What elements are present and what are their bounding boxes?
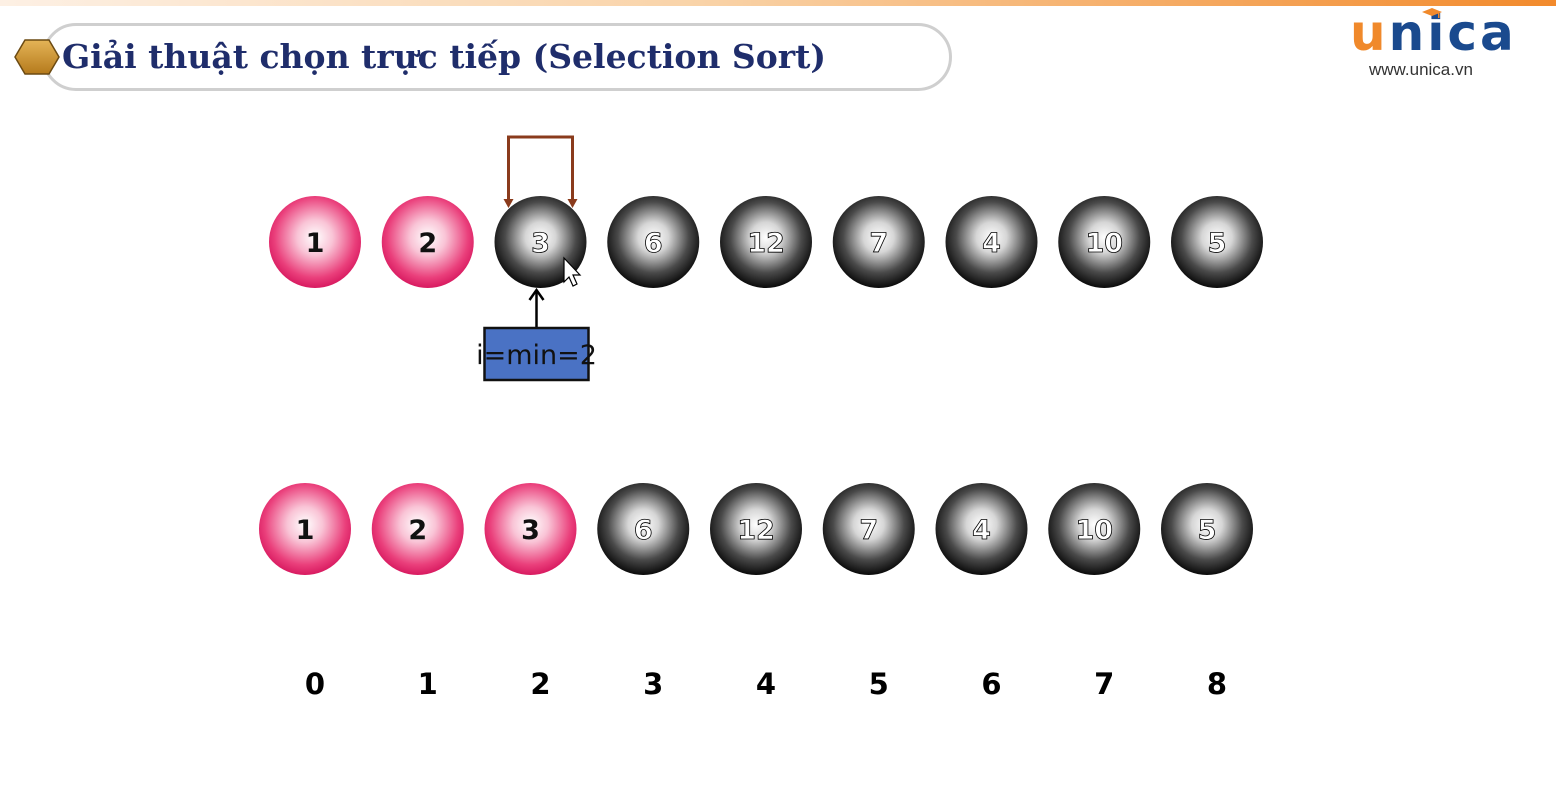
arrow-up-icon	[528, 287, 545, 301]
top-row-ball-circle	[381, 196, 474, 288]
bottom-row-ball-circle	[822, 483, 915, 575]
page-title: Giải thuật chọn trực tiếp (Selection Sor…	[62, 37, 827, 76]
top-row-ball-circle	[607, 196, 700, 288]
index-label-0: 0	[305, 667, 325, 701]
bottom-row-ball-circle	[484, 483, 577, 575]
index-label-3: 3	[643, 667, 663, 701]
logo-url: www.unica.vn	[1369, 60, 1473, 79]
top-row-ball-value: 6	[644, 228, 663, 259]
bottom-row-ball-circle	[1048, 483, 1141, 575]
index-label-4: 4	[756, 667, 776, 701]
bottom-row-ball-4: 12	[710, 483, 802, 575]
top-row-ball-3: 6	[607, 196, 700, 288]
top-row-ball-circle	[832, 196, 925, 288]
top-row-ball-5: 7	[832, 196, 925, 288]
bottom-row-ball-circle	[710, 483, 802, 575]
bottom-row-ball-0: 1	[259, 483, 351, 575]
top-row-ball-circle	[1058, 196, 1151, 288]
hexagon-bullet-icon	[14, 39, 60, 75]
swap-bracket-line	[507, 135, 574, 203]
arrow-down-icon	[567, 199, 578, 208]
top-row-ball-6: 4	[945, 196, 1038, 288]
index-label-8: 8	[1207, 667, 1227, 701]
top-row-ball-circle	[720, 196, 812, 288]
bottom-row-ball-value: 6	[634, 515, 653, 546]
top-row-ball-0: 1	[269, 196, 361, 288]
title-banner	[42, 23, 952, 91]
swap-arrow	[503, 135, 578, 208]
bottom-row-ball-circle	[935, 483, 1028, 575]
top-row-ball-value: 7	[869, 228, 888, 259]
bottom-row-ball-value: 10	[1075, 515, 1113, 546]
min-pointer: i=min=2	[476, 287, 597, 382]
bottom-row-ball-value: 2	[408, 515, 427, 546]
arrow-down-icon	[503, 199, 514, 208]
bottom-row-ball-3: 6	[597, 483, 690, 575]
top-row-ball-1: 2	[381, 196, 474, 288]
bottom-row-ball-1: 2	[371, 483, 464, 575]
bottom-row-ball-circle	[597, 483, 690, 575]
bottom-row-ball-value: 3	[521, 515, 540, 546]
index-label-5: 5	[869, 667, 889, 701]
bottom-row-ball-value: 5	[1198, 515, 1217, 546]
bottom-row-ball-6: 4	[935, 483, 1028, 575]
graduation-cap-icon	[1422, 8, 1442, 18]
bottom-row-ball-value: 12	[737, 515, 775, 546]
index-label-7: 7	[1094, 667, 1114, 701]
bottom-row-ball-circle	[259, 483, 351, 575]
logo-wordmark: unica	[1350, 4, 1517, 62]
bottom-row-ball-value: 7	[859, 515, 878, 546]
bottom-row-ball-5: 7	[822, 483, 915, 575]
pointer-label: i=min=2	[476, 340, 597, 371]
top-row-ball-value: 2	[418, 228, 437, 259]
bottom-row-ball-circle	[1161, 483, 1253, 575]
top-row-ball-circle	[269, 196, 361, 288]
bottom-row-ball-value: 1	[296, 515, 315, 546]
bottom-row-ball-2: 3	[484, 483, 577, 575]
index-label-2: 2	[530, 667, 550, 701]
top-accent-strip	[0, 0, 1556, 6]
top-row-ball-8: 5	[1171, 196, 1263, 288]
top-row-ball-circle	[1171, 196, 1263, 288]
index-label-1: 1	[418, 667, 438, 701]
top-row-ball-value: 3	[531, 228, 550, 259]
index-label-6: 6	[981, 667, 1001, 701]
index-row: 0 1 2 3 4 5 6 7 8	[305, 667, 1227, 701]
unica-logo: unica www.unica.vn	[1350, 4, 1525, 84]
bottom-row-ball-circle	[371, 483, 464, 575]
bottom-row-ball-8: 5	[1161, 483, 1253, 575]
top-row-ball-4: 12	[720, 196, 812, 288]
top-row-ball-value: 5	[1208, 228, 1227, 259]
top-row-ball-circle	[945, 196, 1038, 288]
top-row-ball-7: 10	[1058, 196, 1151, 288]
top-row-ball-value: 1	[306, 228, 325, 259]
top-row-ball-value: 12	[747, 228, 785, 259]
top-row-ball-value: 4	[982, 228, 1001, 259]
top-row-ball-value: 10	[1085, 228, 1123, 259]
bottom-row-ball-7: 10	[1048, 483, 1141, 575]
bottom-row-ball-value: 4	[972, 515, 991, 546]
pointer-box	[483, 326, 590, 382]
mouse-pointer-icon	[563, 256, 582, 287]
